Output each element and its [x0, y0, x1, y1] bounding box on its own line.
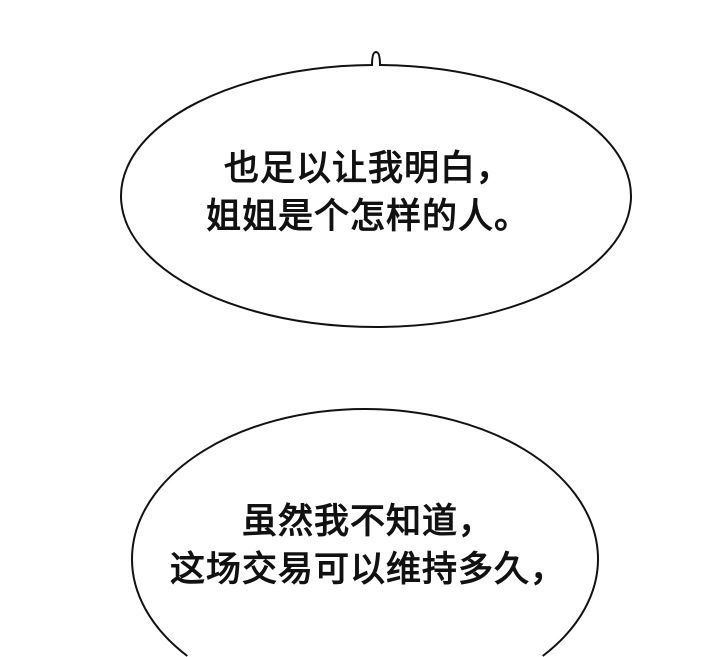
bubble-2-line-2: 这场交易可以维持多久， [169, 550, 566, 590]
bubble-2-line-1: 虽然我不知道， [241, 502, 494, 542]
speech-bubble-2 [131, 407, 599, 657]
speech-bubble-1 [120, 50, 632, 328]
bubble-1-line-1: 也足以让我明白， [223, 149, 512, 189]
bubble-1-line-2: 姐姐是个怎样的人。 [205, 197, 530, 237]
